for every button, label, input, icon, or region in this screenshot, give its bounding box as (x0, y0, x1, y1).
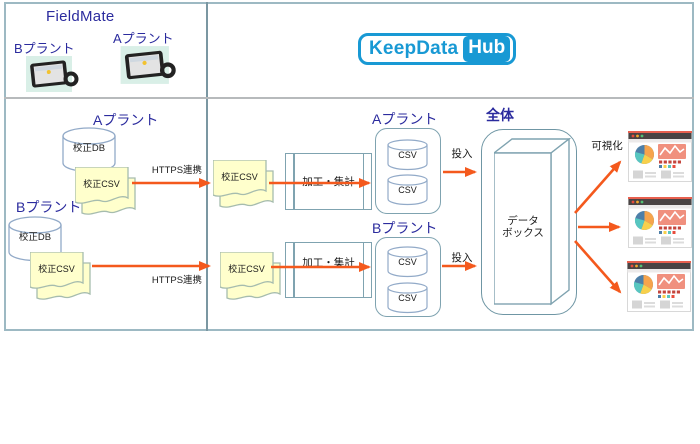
process-b-label: 加工・集計 (302, 257, 355, 269)
hub-group-a-label: Aプラント (372, 111, 438, 127)
data-box-label: データ ボックス (496, 215, 550, 239)
logo-hub-badge: Hub (463, 36, 511, 62)
device-plant-a-label: Aプラント (113, 31, 174, 46)
csv-cylinder (387, 246, 428, 278)
csv-cylinder (387, 282, 428, 314)
process-box-side-line (293, 243, 295, 297)
process-box-side-line (293, 154, 295, 209)
process-a-label: 加工・集計 (302, 176, 355, 188)
calibration-db-a-label: 校正DB (72, 143, 106, 154)
csv-cylinder-label: CSV (398, 185, 417, 195)
source-plant-b-label: Bプラント (16, 199, 82, 215)
dashboard-window-2 (628, 197, 692, 248)
hub-csv-doc-b (220, 252, 286, 306)
csv-cylinder-label: CSV (398, 293, 417, 303)
storage-section-label: 全体 (486, 107, 514, 123)
https-link-label-b: HTTPS連携 (151, 275, 203, 286)
diagram-frame (4, 2, 694, 331)
data-box-label-line2: ボックス (502, 227, 544, 239)
calibration-csv-b-label: 校正CSV (38, 264, 75, 274)
hub-csv-doc-a (213, 160, 279, 214)
logo-keepdata-text: KeepData (369, 38, 459, 59)
csv-cylinder-label: CSV (398, 257, 417, 267)
ingest-label-a: 投入 (451, 148, 473, 160)
visualize-label: 可視化 (591, 140, 623, 152)
process-box-b: 加工・集計 (285, 242, 372, 298)
hub-group-b-label: Bプラント (372, 220, 438, 236)
hub-csv-b-label: 校正CSV (228, 264, 265, 274)
dashboard-window-3 (627, 261, 691, 312)
calibration-db-cylinder-b (8, 216, 62, 262)
csv-cylinder (387, 139, 428, 171)
source-plant-a-label: Aプラント (93, 112, 159, 128)
horizontal-divider (4, 97, 694, 99)
process-box-a: 加工・集計 (285, 153, 372, 210)
csv-cylinder (387, 174, 428, 206)
calibration-db-b-label: 校正DB (18, 232, 52, 243)
hub-csv-a-label: 校正CSV (221, 172, 258, 182)
vertical-divider (206, 2, 208, 331)
fieldmate-title: FieldMate (46, 8, 115, 25)
calibration-csv-doc-a (75, 167, 141, 221)
tablet-icon (26, 54, 82, 94)
calibration-csv-a-label: 校正CSV (83, 179, 120, 189)
https-link-label-a: HTTPS連携 (151, 165, 203, 176)
device-plant-b-label: Bプラント (14, 41, 75, 56)
calibration-db-cylinder-a (62, 127, 116, 173)
ingest-label-b: 投入 (451, 252, 473, 264)
keepdata-hub-logo: KeepData Hub (358, 33, 517, 65)
process-box-side-line (362, 243, 364, 297)
calibration-csv-doc-b (30, 252, 96, 306)
data-box-label-line1: データ (507, 215, 539, 227)
data-box-cuboid (494, 138, 571, 306)
csv-cylinder-label: CSV (398, 150, 417, 160)
tablet-icon (120, 44, 180, 86)
dashboard-window-1 (628, 131, 692, 182)
